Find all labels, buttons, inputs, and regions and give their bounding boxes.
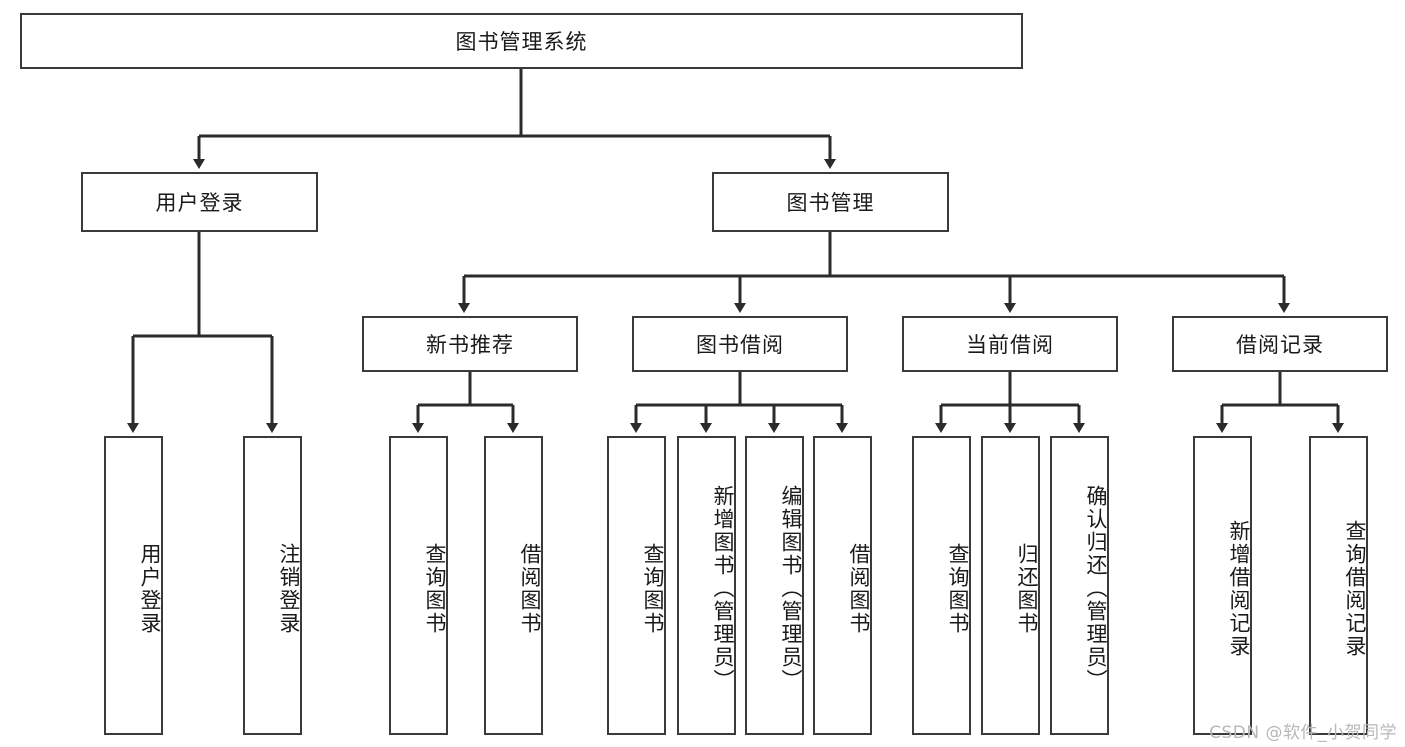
leaf-user-login-login[interactable]: 用户登录 — [104, 436, 163, 735]
node-label: 借阅图书 — [518, 542, 542, 635]
node-label: 图书管理 — [786, 191, 875, 215]
node-label: 编辑图书（管理员） — [779, 485, 803, 692]
node-label: 注销登录 — [277, 542, 301, 635]
node-label: 借阅记录 — [1236, 333, 1324, 357]
node-label: 查询借阅记录 — [1343, 519, 1367, 658]
leaf-user-login-logout[interactable]: 注销登录 — [243, 436, 302, 735]
node-label: 新增图书（管理员） — [711, 485, 735, 692]
node-user-login[interactable]: 用户登录 — [81, 172, 318, 232]
node-label: 当前借阅 — [966, 333, 1054, 357]
node-label: 归还图书 — [1015, 542, 1039, 635]
leaf-current-borrow-query-book[interactable]: 查询图书 — [912, 436, 971, 735]
node-label: 新增借阅记录 — [1227, 519, 1251, 658]
node-root-book-management-system[interactable]: 图书管理系统 — [20, 13, 1023, 69]
node-label: 查询图书 — [641, 542, 665, 635]
node-borrow-record[interactable]: 借阅记录 — [1172, 316, 1388, 372]
node-label: 查询图书 — [423, 542, 447, 635]
node-book-management[interactable]: 图书管理 — [712, 172, 949, 232]
leaf-book-borrow-edit-book-admin[interactable]: 编辑图书（管理员） — [745, 436, 804, 735]
leaf-current-borrow-confirm-return-admin[interactable]: 确认归还（管理员） — [1050, 436, 1109, 735]
leaf-book-borrow-query-book[interactable]: 查询图书 — [607, 436, 666, 735]
node-label: 用户登录 — [155, 191, 244, 215]
leaf-borrow-record-query-record[interactable]: 查询借阅记录 — [1309, 436, 1368, 735]
leaf-book-borrow-borrow-book[interactable]: 借阅图书 — [813, 436, 872, 735]
node-label: 新书推荐 — [426, 333, 514, 357]
node-label: 确认归还（管理员） — [1084, 485, 1108, 692]
leaf-current-borrow-return-book[interactable]: 归还图书 — [981, 436, 1040, 735]
leaf-new-book-borrow-book[interactable]: 借阅图书 — [484, 436, 543, 735]
node-new-book-recommend[interactable]: 新书推荐 — [362, 316, 578, 372]
leaf-book-borrow-add-book-admin[interactable]: 新增图书（管理员） — [677, 436, 736, 735]
node-current-borrow[interactable]: 当前借阅 — [902, 316, 1118, 372]
node-label: 借阅图书 — [847, 542, 871, 635]
node-book-borrow[interactable]: 图书借阅 — [632, 316, 848, 372]
leaf-new-book-query-book[interactable]: 查询图书 — [389, 436, 448, 735]
node-label: 用户登录 — [138, 542, 162, 635]
node-label: 图书管理系统 — [455, 30, 588, 54]
node-label: 图书借阅 — [696, 333, 784, 357]
leaf-borrow-record-add-record[interactable]: 新增借阅记录 — [1193, 436, 1252, 735]
node-label: 查询图书 — [946, 542, 970, 635]
